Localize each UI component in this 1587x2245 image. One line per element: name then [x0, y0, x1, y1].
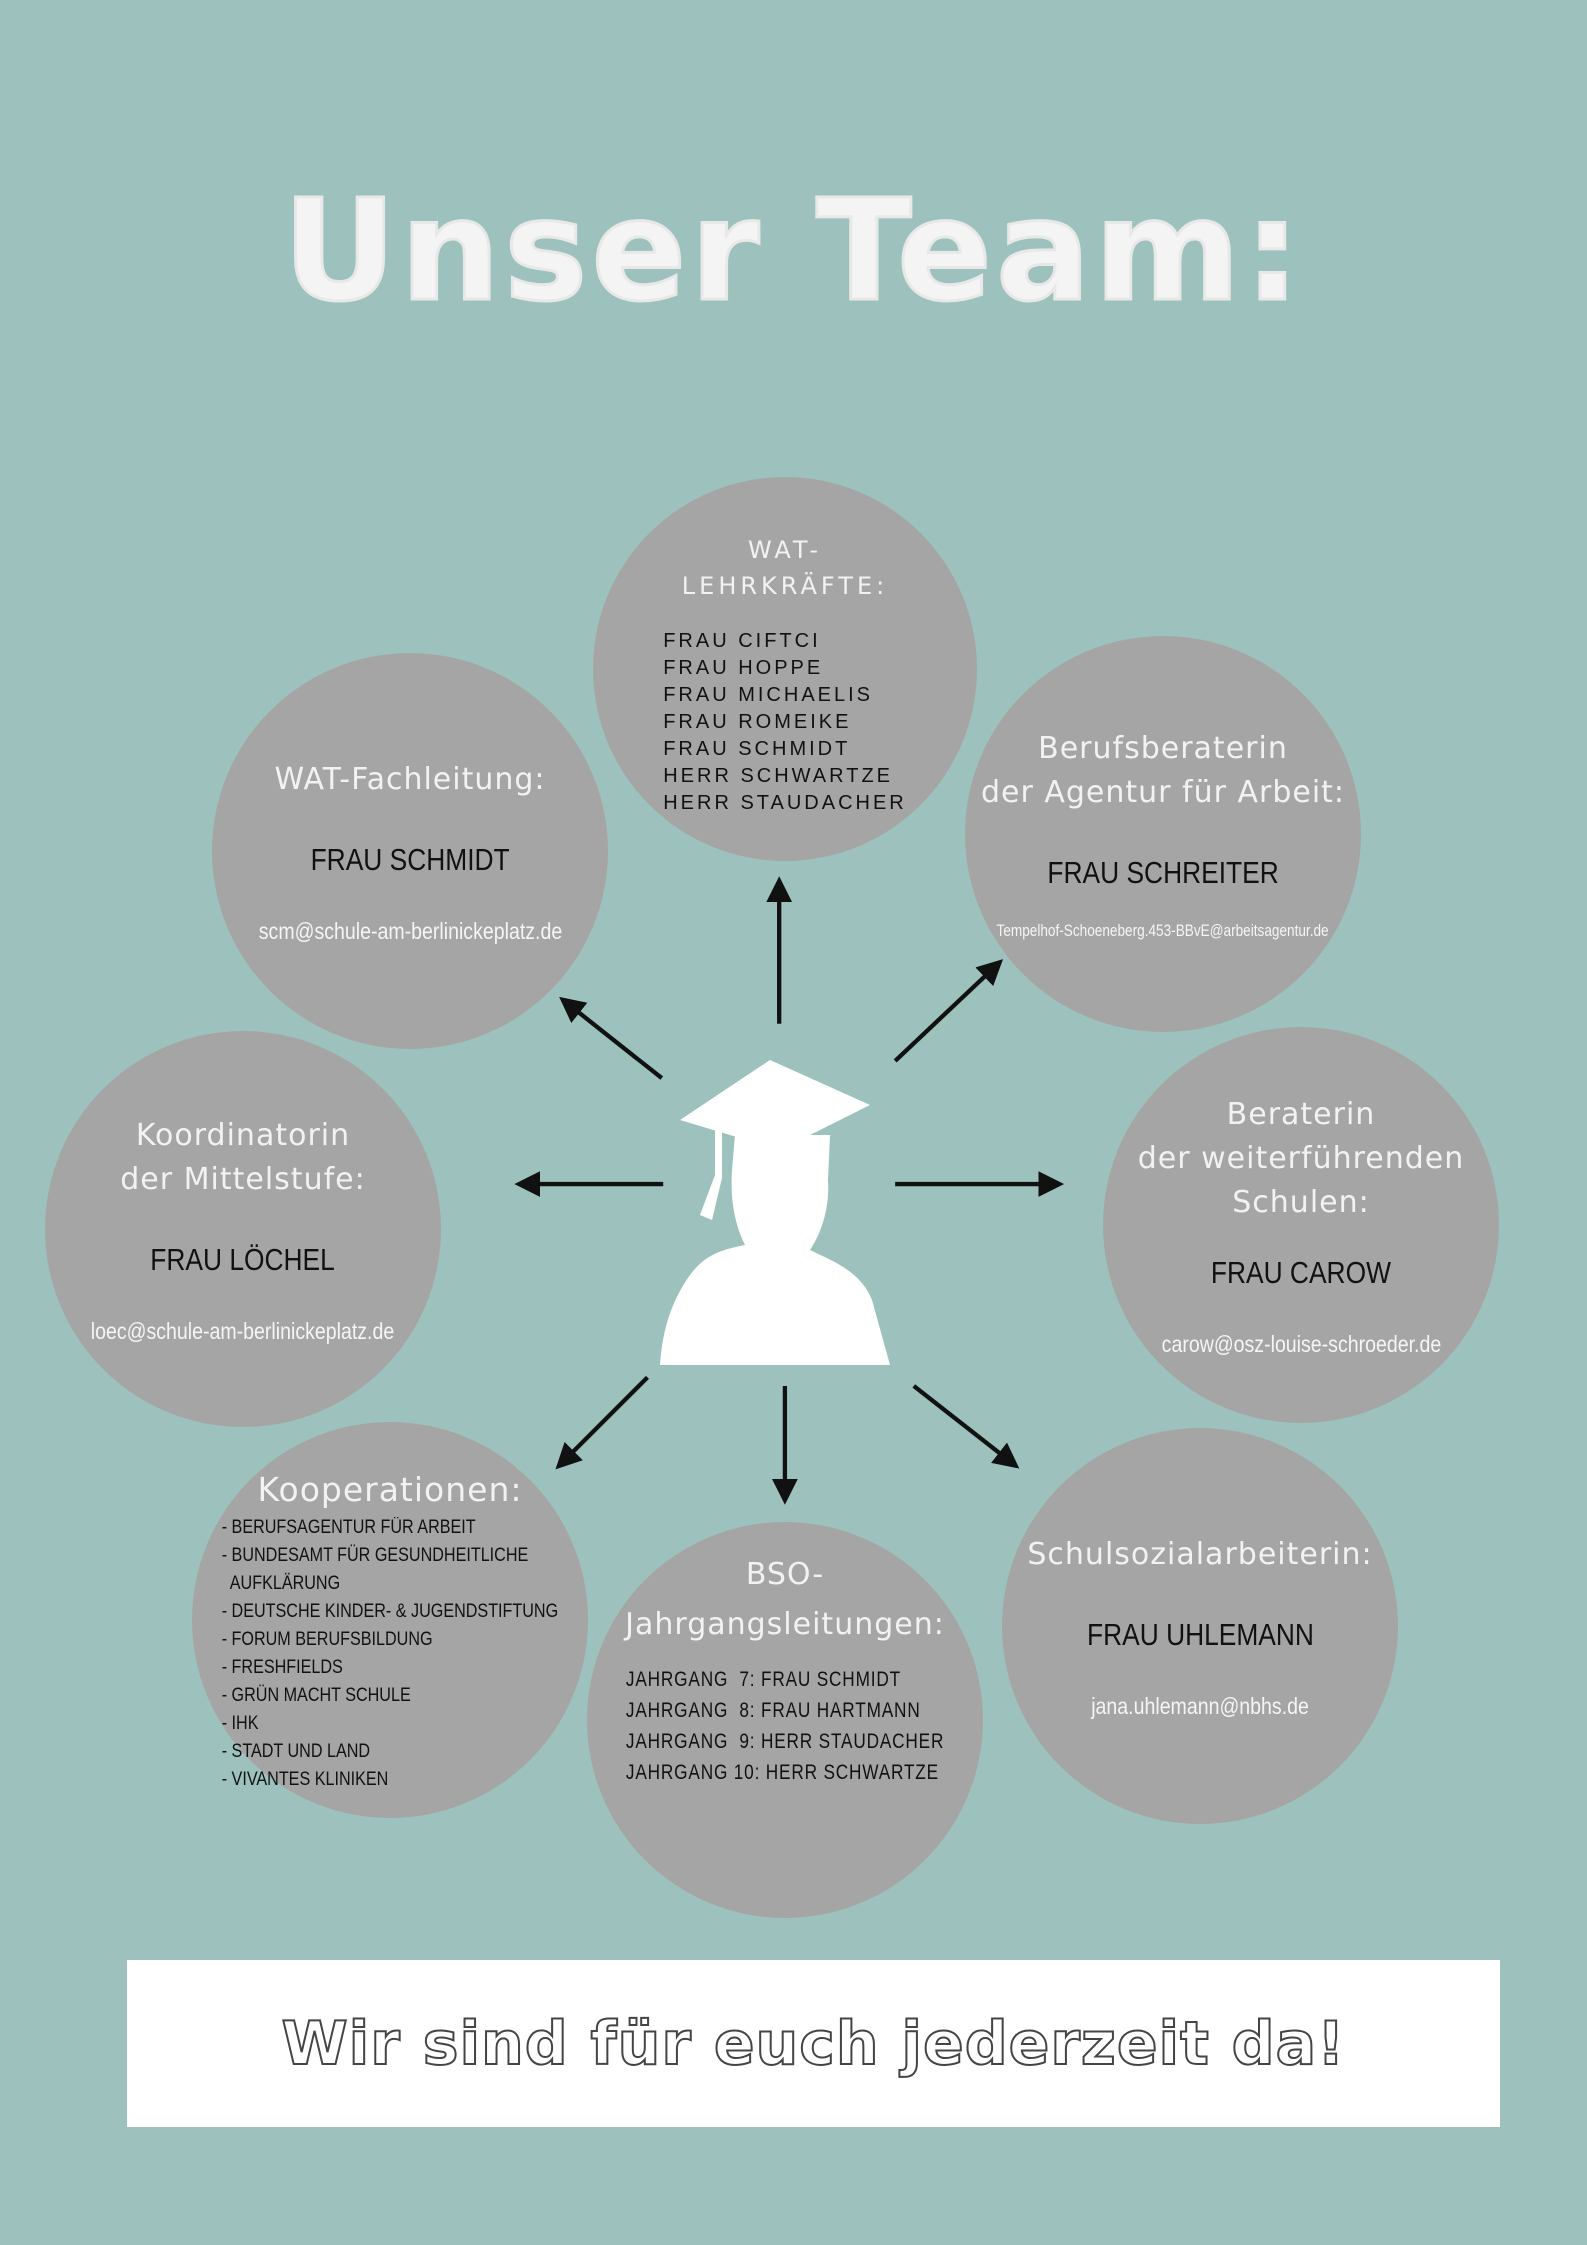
arrow-upper-left	[559, 996, 664, 1080]
heading: WAT-Fachleitung:	[274, 761, 546, 797]
list-item: - VIVANTES KLINIKEN	[221, 1769, 389, 1790]
list-item: FRAU ROMEIKE	[663, 711, 852, 733]
list-item: FRAU MICHAELIS	[663, 684, 874, 706]
person-name: FRAU UHLEMANN	[1086, 1616, 1314, 1652]
list-item: HERR STAUDACHER	[663, 792, 907, 814]
list-item: - BERUFSAGENTUR FÜR ARBEIT	[221, 1517, 476, 1538]
list-item: - DEUTSCHE KINDER- & JUGENDSTIFTUNG	[221, 1601, 559, 1622]
person-name: FRAU LÖCHEL	[150, 1241, 336, 1277]
circle-schulsozialarbeiterin: Schulsozialarbeiterin: FRAU UHLEMANN jan…	[1002, 1428, 1398, 1824]
heading: WAT-	[747, 536, 823, 564]
email-link[interactable]: jana.uhlemann@nbhs.de	[1091, 1692, 1309, 1719]
list-item: - BUNDESAMT FÜR GESUNDHEITLICHE AUFKLÄRU…	[221, 1545, 529, 1594]
list-item: - FRESHFIELDS	[221, 1657, 343, 1678]
heading: der Agentur für Arbeit:	[980, 775, 1346, 810]
list-item: - FORUM BERUFSBILDUNG	[221, 1629, 433, 1650]
heading: Schulsozialarbeiterin:	[1027, 1536, 1373, 1572]
teacher-list: FRAU CIFTCI FRAU HOPPE FRAU MICHAELIS FR…	[663, 628, 907, 817]
heading: BSO-	[745, 1557, 825, 1592]
arrow-upper-right	[893, 959, 1004, 1063]
list-item: - GRÜN MACHT SCHULE	[221, 1685, 411, 1706]
list-item: - STADT UND LAND	[221, 1741, 371, 1762]
page-title: Unser Team:	[281, 169, 1305, 335]
heading: Kooperationen:	[257, 1470, 523, 1509]
list-item: JAHRGANG 9: HERR STAUDACHER	[625, 1730, 945, 1753]
heading: der weiterführenden	[1137, 1140, 1465, 1176]
circle-kooperationen: Kooperationen: - BERUFSAGENTUR FÜR ARBEI…	[192, 1422, 588, 1818]
heading: der Mittelstufe:	[120, 1161, 366, 1197]
list-item: FRAU HOPPE	[663, 657, 824, 679]
grade-list: JAHRGANG 7: FRAU SCHMIDT JAHRGANG 8: FRA…	[626, 1664, 944, 1788]
slogan-banner: Wir sind für euch jederzeit da!	[127, 1960, 1500, 2127]
list-item: JAHRGANG 10: HERR SCHWARTZE	[625, 1761, 939, 1784]
arrow-lower-right	[912, 1384, 1020, 1469]
circle-berufsberaterin: Berufsberaterin der Agentur für Arbeit: …	[965, 636, 1361, 1032]
circle-wat-lehrkraefte: WAT- LEHRKRÄFTE: FRAU CIFTCI FRAU HOPPE …	[593, 477, 977, 861]
circle-koordinatorin: Koordinatorin der Mittelstufe: FRAU LÖCH…	[45, 1031, 441, 1427]
heading: LEHRKRÄFTE:	[681, 572, 889, 600]
arrow-lower-left	[555, 1375, 649, 1470]
list-item: FRAU CIFTCI	[663, 630, 821, 652]
person-name: FRAU CAROW	[1210, 1254, 1392, 1290]
cooperation-list: - BERUFSAGENTUR FÜR ARBEIT - BUNDESAMT F…	[222, 1514, 558, 1794]
circle-bso: BSO- Jahrgangsleitungen: JAHRGANG 7: FRA…	[587, 1522, 983, 1918]
person-name: FRAU SCHMIDT	[310, 841, 510, 877]
heading: Jahrgangsleitungen:	[625, 1607, 945, 1642]
graduate-icon	[660, 1060, 890, 1365]
slogan-text: Wir sind für euch jederzeit da!	[281, 2008, 1346, 2080]
list-item: HERR SCHWARTZE	[663, 765, 894, 787]
list-item: JAHRGANG 8: FRAU HARTMANN	[625, 1699, 921, 1722]
heading: Schulen:	[1232, 1184, 1370, 1220]
circle-wat-fachleitung: WAT-Fachleitung: FRAU SCHMIDT scm@schule…	[212, 653, 608, 1049]
email-link[interactable]: loec@schule-am-berlinickeplatz.de	[91, 1317, 395, 1344]
list-item: JAHRGANG 7: FRAU SCHMIDT	[625, 1668, 901, 1691]
email-link[interactable]: scm@schule-am-berlinickeplatz.de	[258, 917, 562, 944]
list-item: - IHK	[221, 1713, 259, 1734]
email-link[interactable]: Tempelhof-Schoeneberg.453-BBvE@arbeitsag…	[996, 921, 1330, 940]
person-name: FRAU SCHREITER	[1047, 855, 1279, 890]
heading: Berufsberaterin	[1038, 731, 1288, 766]
heading: Beraterin	[1226, 1096, 1376, 1132]
email-link[interactable]: carow@osz-louise-schroeder.de	[1161, 1330, 1441, 1357]
circle-beraterin: Beraterin der weiterführenden Schulen: F…	[1103, 1027, 1499, 1423]
list-item: FRAU SCHMIDT	[663, 738, 851, 760]
heading: Koordinatorin	[135, 1117, 351, 1153]
